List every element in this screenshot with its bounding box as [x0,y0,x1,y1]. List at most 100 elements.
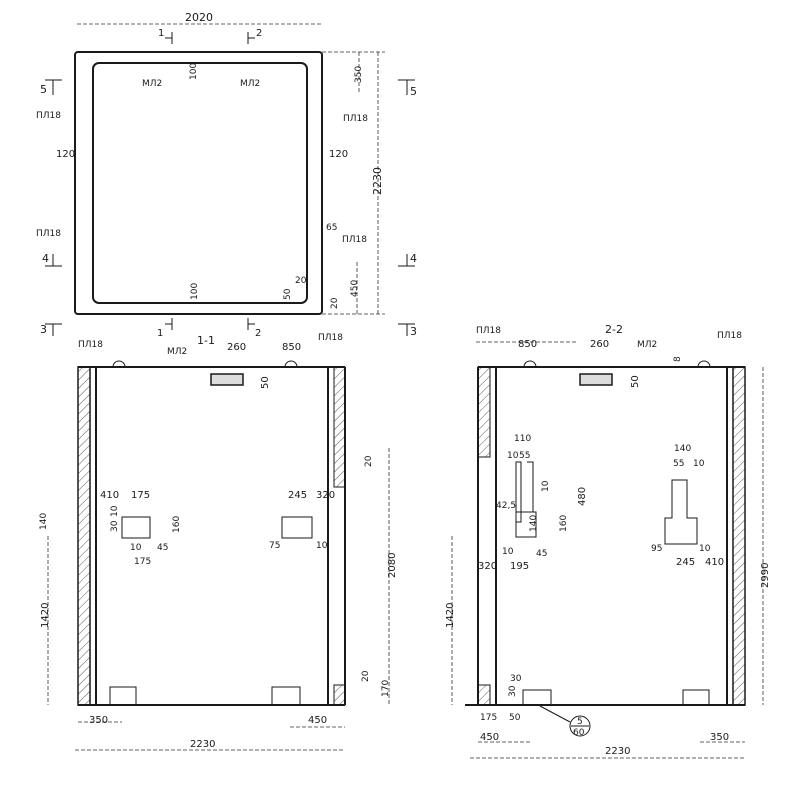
section-mark-2: 2 [256,28,262,39]
dim-55-left: 55 [519,451,530,461]
wall-left-hatched [477,366,491,458]
plan-view: 2020 2230 1 2 1 2 5 5 4 4 3 3 МЛ2 МЛ2 ПЛ… [36,11,417,339]
dim-42-5: 42,5 [496,501,516,511]
dim-2230: 2230 [605,746,630,757]
section-1-1: 1-1 ПЛ18 ПЛ18 МЛ2 260 850 50 20 410 175 … [39,333,398,751]
dim-10-right: 10 [316,541,328,551]
dim-45: 45 [536,549,547,559]
dim-850: 850 [282,342,301,353]
dim-10-bottom: 10 [502,547,514,557]
dim-1420: 1420 [40,603,51,628]
dim-50: 50 [630,375,641,388]
section-mark-2-bottom: 2 [255,328,261,339]
dim-160: 160 [172,516,182,533]
label-ml2-left: МЛ2 [142,79,162,89]
callout-top: 5 [577,717,583,727]
dim-320: 320 [316,490,335,501]
section-mark-3-right: 3 [410,325,417,338]
callout-circle [569,715,591,737]
dim-410: 410 [100,490,119,501]
section-mark-1: 1 [158,28,164,39]
wall-right-base [333,684,346,706]
dim-75: 75 [269,541,280,551]
dim-30: 30 [110,520,120,532]
label-pl18-bottom-left: ПЛ18 [36,229,61,239]
dim-2230: 2230 [190,739,215,750]
section-title: 1-1 [197,334,215,347]
dim-45: 45 [157,543,168,553]
dim-10-mid: 10 [541,480,551,492]
section-cut-marks-1-2 [165,32,255,330]
opening-profile-left [515,461,537,538]
dim-10-bottom: 10 [130,543,142,553]
callout-leader [539,705,571,723]
dim-450: 450 [350,280,360,297]
dim-20-bottom: 20 [361,670,371,682]
label-pl18-left: ПЛ18 [476,326,501,336]
dim-65: 65 [326,223,337,233]
dim-450: 450 [308,715,327,726]
dim-350: 350 [89,715,108,726]
lifting-loops [523,360,711,368]
plan-inner-outline [92,62,308,304]
dim-8: 8 [673,356,683,362]
wall-right-hatched [333,366,346,488]
section-mark-4-left: 4 [42,252,49,265]
dim-140-left: 140 [529,515,539,532]
dim-top-thickness: 100 [189,63,199,80]
dim-30-top: 30 [510,674,522,684]
dim-175-bottom: 175 [134,557,151,567]
dim-195: 195 [510,561,529,572]
wall-right-hatched [732,366,746,706]
dim-50-corner: 50 [283,288,293,300]
dim-overall-width: 2020 [185,11,213,24]
opening-right [281,516,313,539]
dim-2080: 2080 [387,553,398,578]
dim-170: 170 [381,680,391,697]
support-blocks [522,689,710,706]
section-mark-3-left: 3 [40,323,47,336]
label-pl18-top-right: ПЛ18 [343,114,368,124]
dim-350: 350 [710,732,729,743]
dim-320: 320 [478,561,497,572]
dim-95: 95 [651,544,662,554]
dim-wall-left: 120 [56,149,75,160]
callout-bottom: 60 [573,728,585,738]
lifting-loops [112,360,298,368]
dim-10-right-top: 10 [693,459,705,469]
dim-50-bottom: 50 [509,713,521,723]
dim-480: 480 [577,487,588,506]
section-mark-1-bottom: 1 [157,328,163,339]
dim-20-top: 20 [364,455,374,467]
dim-55-right: 55 [673,459,684,469]
dim-20-outer: 20 [330,297,340,309]
dim-20-corner: 20 [295,276,307,286]
dim-175-top: 175 [131,490,150,501]
dim-1420: 1420 [445,603,456,628]
label-ml2-right: МЛ2 [240,79,260,89]
dim-10-right-bottom: 10 [699,544,711,554]
dim-140-right: 140 [674,444,691,454]
plan-outer-outline [74,51,323,315]
dim-260: 260 [590,339,609,350]
wall-left-hatched [77,366,91,706]
dim-245: 245 [288,490,307,501]
label-pl18-right: ПЛ18 [318,333,343,343]
label-pl18-bottom-right: ПЛ18 [342,235,367,245]
section-title: 2-2 [605,323,623,336]
embedded-plate-ml2 [579,373,613,386]
dim-10-top: 10 [507,451,519,461]
dim-wall-right: 120 [329,149,348,160]
dim-175: 175 [480,713,497,723]
opening-profile-right [664,479,698,545]
dim-410: 410 [705,557,724,568]
dim-10: 10 [110,505,120,517]
dim-50: 50 [260,376,271,389]
label-ml2: МЛ2 [167,347,187,357]
section-2-2: 2-2 ПЛ18 ПЛ18 МЛ2 850 260 8 50 110 10 55… [445,323,771,759]
section-mark-5-left: 5 [40,83,47,96]
dim-2990: 2990 [760,563,771,588]
dim-140: 140 [39,513,49,530]
dim-350: 350 [354,66,364,83]
